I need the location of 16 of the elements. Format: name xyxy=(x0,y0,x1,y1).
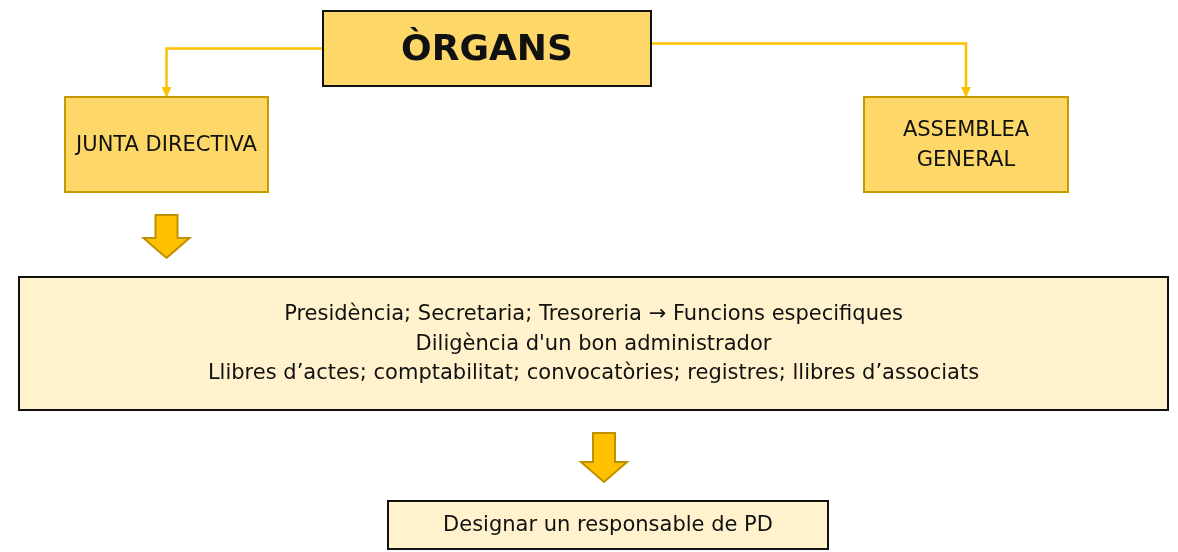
node-text: Presidència; Secretaria; Tresoreria → Funcions especifiques xyxy=(284,300,903,328)
node-text: Designar un responsable de PD xyxy=(443,511,773,539)
node-text: Llibres d’actes; comptabilitat; convocatòries; registres; llibres d’associats xyxy=(207,359,980,387)
connector-arrow xyxy=(161,47,322,97)
node-text: ASSEMBLEA GENERAL xyxy=(901,116,1031,173)
info-box xyxy=(18,276,1169,411)
title-box xyxy=(322,10,652,87)
node-text: Diligència d'un bon administrador xyxy=(415,329,772,357)
info-box xyxy=(387,500,829,550)
connector-arrow xyxy=(652,42,971,97)
node-text: JUNTA DIRECTIVA xyxy=(76,130,257,158)
organ-box xyxy=(64,96,269,193)
block-arrow xyxy=(578,432,630,484)
organ-box xyxy=(863,96,1069,193)
node-text: ÒRGANS xyxy=(401,26,573,71)
block-arrow xyxy=(140,214,193,260)
